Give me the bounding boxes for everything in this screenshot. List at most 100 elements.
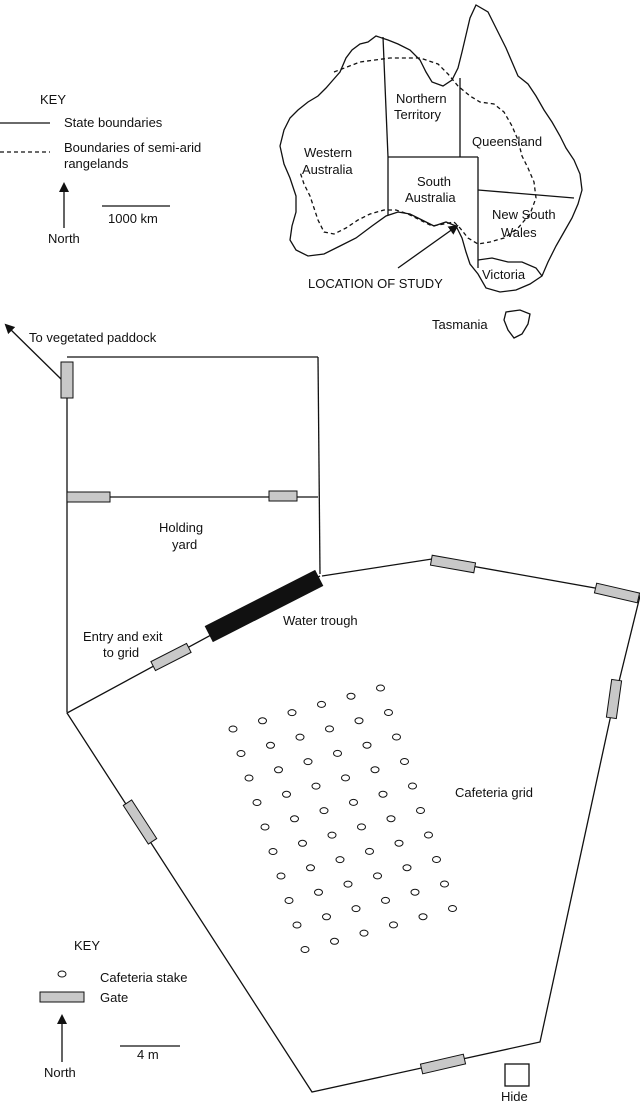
cafeteria-stake — [228, 725, 238, 733]
label-nsw-1: New South — [492, 207, 556, 222]
gate[interactable] — [60, 361, 74, 399]
cafeteria-stake — [268, 848, 278, 855]
cafeteria-stake — [322, 913, 331, 921]
label-western-australia-2: Australia — [302, 162, 353, 177]
cafeteria-stake — [359, 929, 369, 937]
cafeteria-stake — [244, 774, 254, 782]
map-north-label: North — [48, 231, 80, 246]
cafeteria-stake — [276, 872, 286, 880]
boundary-nsw-vic — [477, 257, 543, 277]
cafeteria-stake — [351, 905, 361, 913]
cafeteria-stake — [354, 717, 364, 725]
australia-outline — [279, 4, 583, 293]
label-nsw-2: Wales — [501, 225, 537, 240]
cafeteria-stake — [274, 766, 283, 774]
label-south-australia-2: Australia — [405, 190, 456, 205]
cafeteria-stake — [346, 692, 356, 700]
cafeteria-stake — [424, 831, 433, 839]
map-section: KEY State boundaries Boundaries of semi-… — [0, 4, 583, 339]
cafeteria-stake — [349, 798, 358, 806]
cafeteria-stake — [311, 782, 321, 790]
cafeteria-stake — [341, 774, 350, 782]
cafeteria-stake — [432, 856, 441, 863]
legend-gate-label: Gate — [100, 990, 128, 1005]
cafeteria-stake — [343, 880, 353, 888]
gate[interactable] — [593, 582, 640, 604]
gate[interactable] — [429, 554, 477, 574]
cafeteria-stake — [330, 937, 339, 945]
label-northern-territory-1: Northern — [396, 91, 447, 106]
entry-exit-label-2: to grid — [103, 645, 139, 660]
plan-section: To vegetated paddock Water trough Holdin… — [4, 323, 640, 1103]
cafeteria-stake — [333, 749, 342, 757]
cafeteria-stake — [416, 807, 425, 814]
legend-rangelands-label-1: Boundaries of semi-arid — [64, 140, 201, 155]
holding-yard-label-2: yard — [172, 537, 197, 552]
gate[interactable] — [150, 642, 192, 672]
label-western-australia-1: Western — [304, 145, 352, 160]
hide-box — [504, 1063, 530, 1087]
cafeteria-stake — [384, 709, 393, 716]
cafeteria-stake — [357, 823, 366, 831]
cafeteria-stake — [410, 888, 420, 896]
cafeteria-stake — [282, 790, 291, 798]
cafeteria-stake — [376, 684, 385, 692]
cafeteria-stake — [335, 856, 345, 864]
cafeteria-stake — [327, 831, 337, 839]
cafeteria-stake — [408, 782, 417, 790]
paddock-label: To vegetated paddock — [29, 330, 157, 345]
legend-stake-symbol — [57, 970, 67, 978]
label-victoria: Victoria — [482, 267, 526, 282]
cafeteria-stake — [287, 709, 297, 717]
study-location-label: LOCATION OF STUDY — [308, 276, 443, 291]
boundary-wa — [382, 36, 389, 158]
legend-state-label: State boundaries — [64, 115, 163, 130]
cafeteria-stake — [306, 864, 315, 872]
entry-exit-label-1: Entry and exit — [83, 629, 163, 644]
gate[interactable] — [66, 491, 111, 503]
cafeteria-stake — [292, 921, 302, 929]
cafeteria-stake — [252, 799, 262, 806]
cafeteria-stake — [319, 807, 329, 815]
cafeteria-stake — [300, 946, 310, 953]
cafeteria-stake — [260, 823, 270, 831]
cafeteria-stake — [448, 905, 457, 912]
cafeteria-stake — [389, 921, 398, 929]
legend-stake-label: Cafeteria stake — [100, 970, 187, 985]
water-trough-label: Water trough — [283, 613, 358, 628]
cafeteria-stakes — [228, 684, 457, 953]
gate[interactable] — [605, 678, 623, 720]
cafeteria-stake — [365, 847, 374, 855]
cafeteria-stake — [440, 880, 449, 888]
label-northern-territory-2: Territory — [394, 107, 441, 122]
cafeteria-stake — [392, 733, 401, 741]
label-south-australia-1: South — [417, 174, 451, 189]
cafeteria-stake — [284, 897, 294, 904]
legend-gate-symbol — [39, 991, 85, 1003]
cafeteria-stake — [418, 913, 428, 921]
holding-yard-label-1: Holding — [159, 520, 203, 535]
cafeteria-stake — [373, 872, 382, 880]
cafeteria-stake — [317, 700, 326, 708]
hide-label: Hide — [501, 1089, 528, 1103]
plan-north-label: North — [44, 1065, 76, 1080]
gate[interactable] — [419, 1053, 467, 1075]
holding-yard-right-wall — [317, 356, 321, 575]
cafeteria-stake — [290, 815, 299, 823]
label-tasmania: Tasmania — [432, 317, 488, 332]
cafeteria-stake — [325, 725, 334, 733]
study-location-arrow — [397, 224, 459, 269]
cafeteria-stake — [381, 896, 390, 904]
cafeteria-stake — [298, 839, 307, 847]
boundary-qld-nsw — [477, 189, 575, 199]
gate[interactable] — [122, 799, 158, 845]
plan-key-title: KEY — [74, 938, 100, 953]
gate[interactable] — [268, 490, 298, 502]
paddock-arrow — [4, 323, 63, 381]
label-queensland: Queensland — [472, 134, 542, 149]
plan-scale-label: 4 m — [137, 1047, 159, 1062]
map-scale-label: 1000 km — [108, 211, 158, 226]
cafeteria-stake — [314, 888, 323, 896]
